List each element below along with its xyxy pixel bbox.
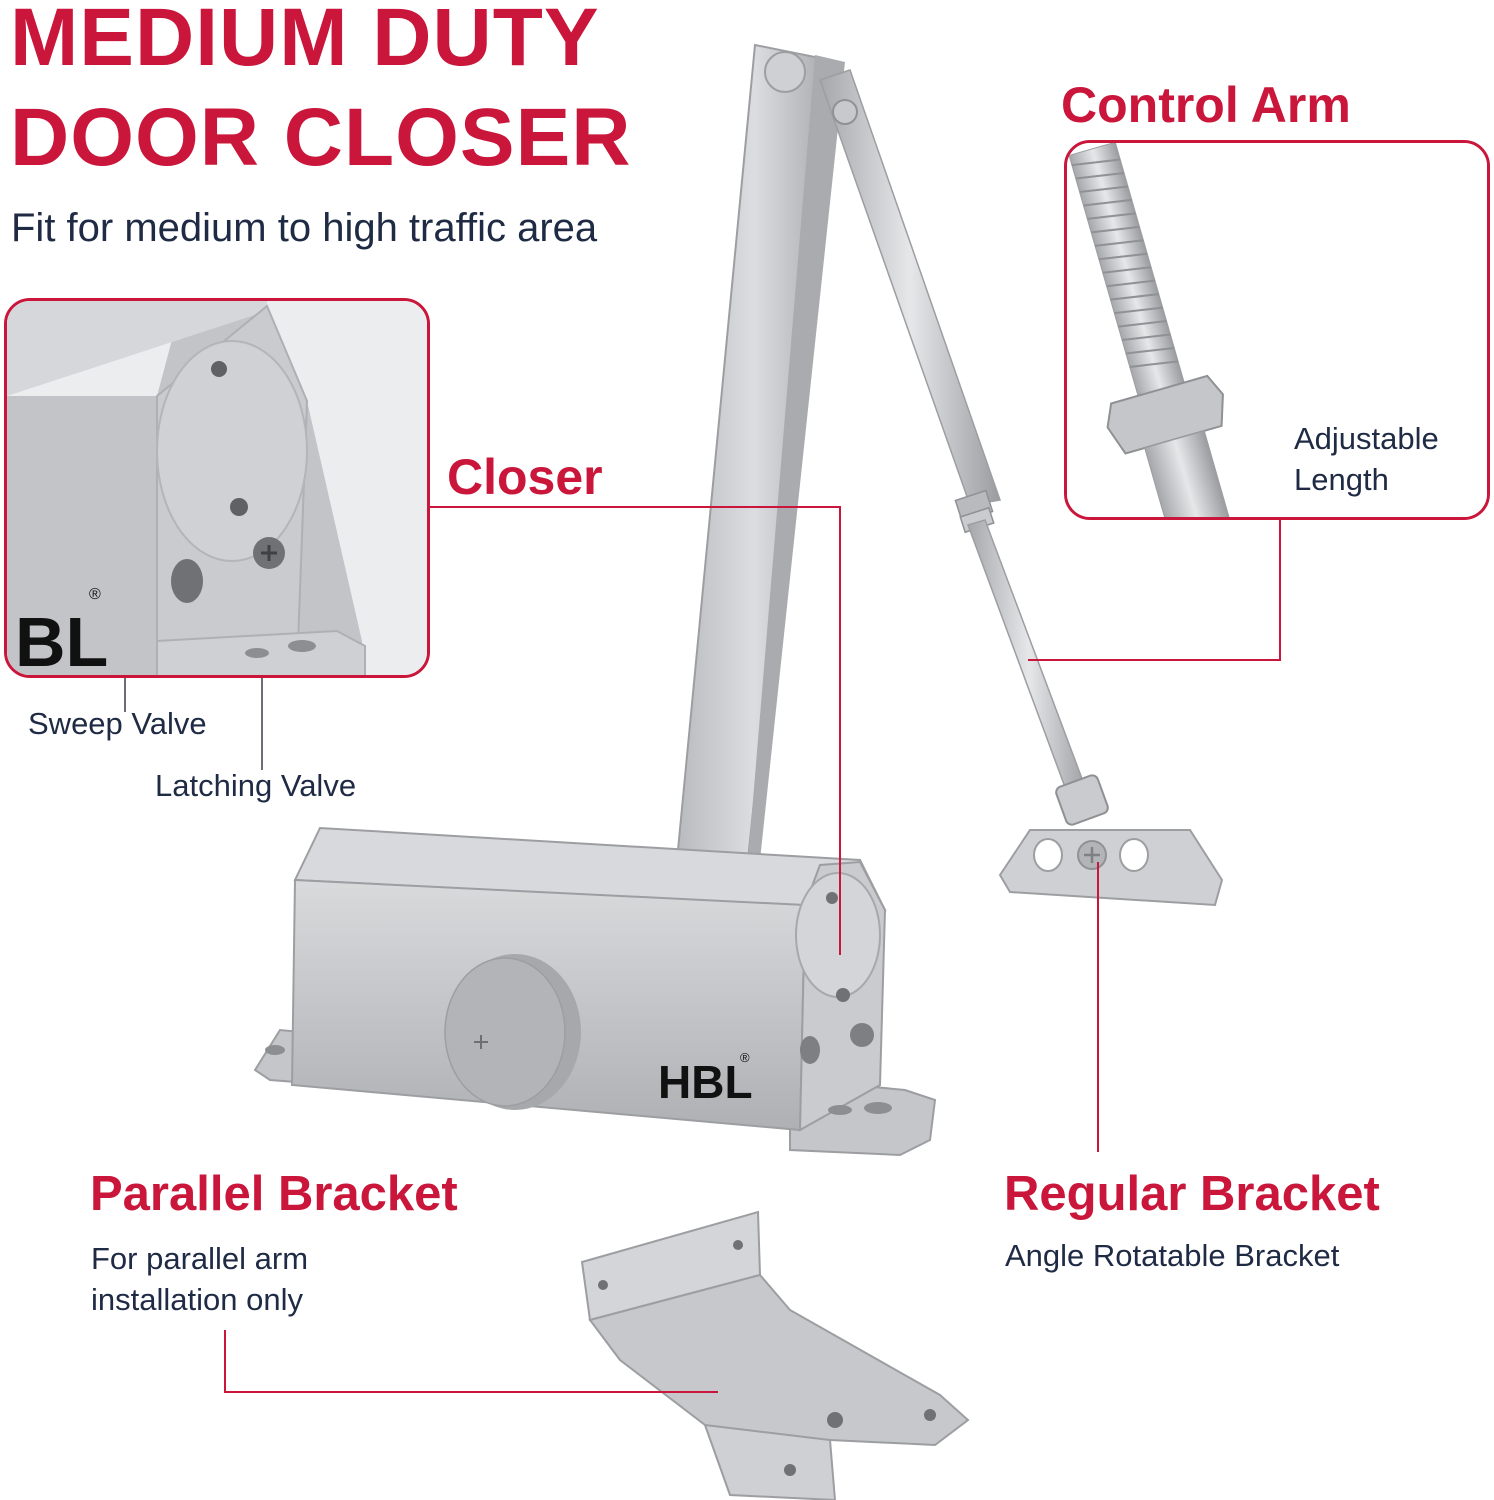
parallel-bracket-illustration	[580, 1210, 970, 1500]
closer-valve-closeup-icon: BL ®	[7, 301, 427, 678]
control-arm-label: Control Arm	[1061, 77, 1351, 133]
svg-text:BL: BL	[15, 603, 108, 678]
regular-bracket-description: Angle Rotatable Bracket	[1005, 1238, 1340, 1273]
subtitle: Fit for medium to high traffic area	[11, 206, 598, 250]
regular-bracket	[998, 829, 1224, 907]
closer-detail-callout: BL ®	[4, 298, 430, 678]
regular-bracket-label: Regular Bracket	[1004, 1167, 1380, 1221]
adjustable-length-line-2: Length	[1294, 462, 1389, 497]
parallel-desc-line-2: installation only	[91, 1282, 303, 1317]
title-line-1: MEDIUM DUTY	[10, 0, 600, 83]
latching-valve-label: Latching Valve	[155, 768, 357, 803]
adjustable-length-label: Adjustable Length	[1294, 418, 1439, 500]
control-arm-rod	[819, 69, 1109, 826]
sweep-valve-label: Sweep Valve	[28, 706, 207, 741]
control-arm-detail-callout	[1064, 140, 1490, 520]
closer-body: HBL ®	[253, 826, 937, 1157]
title-line-2: DOOR CLOSER	[10, 92, 632, 183]
threaded-rod-closeup-icon	[1067, 143, 1487, 517]
main-arm	[676, 43, 845, 862]
closer-label: Closer	[447, 449, 603, 505]
parallel-desc-line-1: For parallel arm	[91, 1241, 309, 1276]
svg-text:®: ®	[89, 586, 101, 603]
page-title: MEDIUM DUTY DOOR CLOSER	[10, 0, 631, 188]
svg-text:®: ®	[740, 1050, 750, 1065]
parallel-bracket-label: Parallel Bracket	[90, 1167, 458, 1221]
svg-text:HBL: HBL	[658, 1056, 753, 1108]
parallel-bracket-description: For parallel arm installation only	[91, 1238, 308, 1320]
adjustable-length-line-1: Adjustable	[1294, 421, 1439, 456]
